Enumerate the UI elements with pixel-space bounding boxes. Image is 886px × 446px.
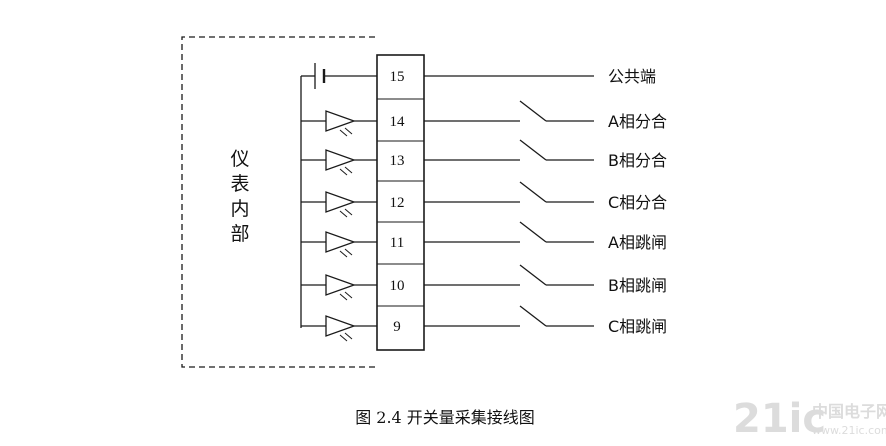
terminal-number: 12 — [390, 195, 405, 211]
watermark-main: 21ic — [733, 396, 826, 442]
instrument-label: 仪 表 内 部 — [230, 148, 249, 245]
buffer-icon — [325, 191, 356, 218]
watermark-cn: 中国电子网 — [812, 402, 886, 421]
instrument-label-char: 表 — [230, 173, 249, 195]
terminal-label: A相跳闸 — [608, 233, 667, 252]
buffer-icon — [325, 110, 356, 137]
instrument-label-char: 仪 — [230, 148, 249, 170]
terminal-label: C相跳闸 — [608, 317, 667, 336]
terminal-number: 14 — [390, 114, 406, 130]
switch-icon — [519, 100, 547, 122]
terminal-label: B相跳闸 — [608, 276, 667, 295]
figure-caption: 图 2.4 开关量采集接线图 — [355, 408, 535, 427]
switch-icon — [519, 181, 547, 203]
switch-icon — [519, 139, 547, 161]
terminal-number: 11 — [390, 235, 404, 251]
buffer-icon — [325, 274, 356, 301]
buffer-icon — [325, 315, 356, 342]
instrument-label-char: 部 — [230, 223, 249, 245]
switch-icon — [519, 305, 547, 327]
switch-icon — [519, 221, 547, 243]
watermark-url: www.21ic.com — [812, 424, 886, 437]
terminal-number: 10 — [390, 278, 405, 294]
terminal-label: B相分合 — [608, 151, 667, 170]
buffer-icon — [325, 149, 356, 176]
instrument-label-char: 内 — [230, 198, 249, 220]
terminal-label: 公共端 — [608, 67, 656, 86]
watermark-logo: 21ic 中国电子网 www.21ic.com — [733, 396, 886, 442]
terminal-label: A相分合 — [608, 112, 667, 131]
terminal-label: C相分合 — [608, 193, 667, 212]
terminal-number: 9 — [393, 319, 401, 335]
terminal-rows: 15 公共端 14 A相分合 13 B相分合 12 C相分合 11 A相跳闸 10 B相跳闸 9 C相跳闸 — [301, 67, 667, 342]
buffer-icon — [325, 231, 356, 258]
switch-icon — [519, 264, 547, 286]
terminal-number: 15 — [390, 69, 405, 85]
terminal-number: 13 — [390, 153, 405, 169]
battery-icon — [301, 63, 377, 89]
instrument-boundary — [181, 36, 375, 368]
terminal-block — [376, 54, 425, 351]
